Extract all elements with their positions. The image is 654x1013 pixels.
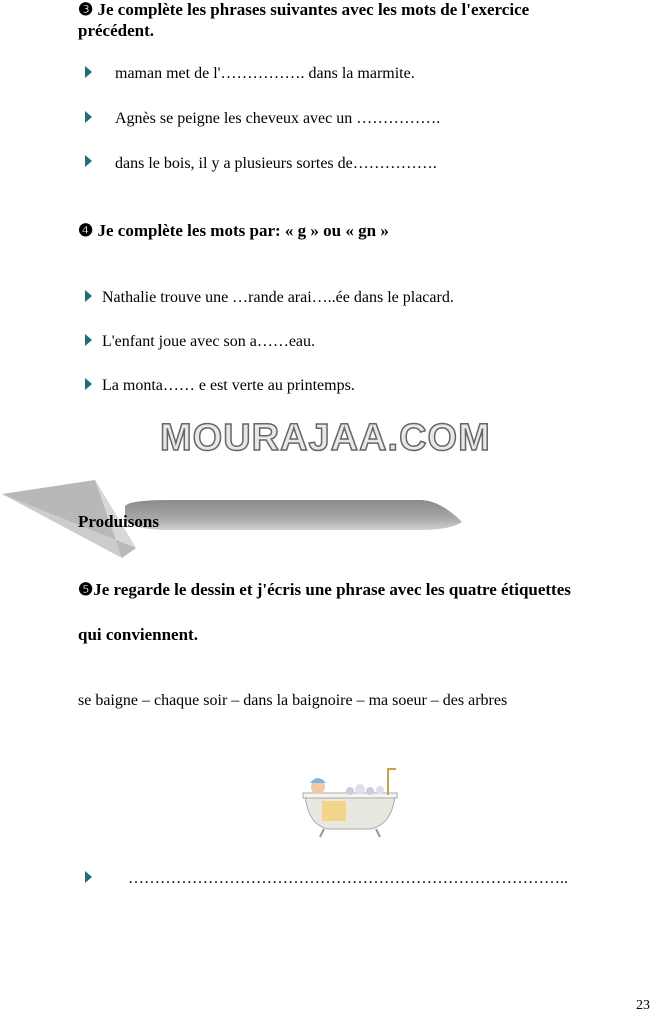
bullet-icon xyxy=(85,334,92,346)
bullet-icon xyxy=(85,290,92,302)
section-banner-graphic xyxy=(2,480,462,558)
ex3-item: dans le bois, il y a plusieurs sortes de… xyxy=(115,155,437,172)
exercise-5-title: ❺Je regarde le dessin et j'écris une phr… xyxy=(78,580,571,599)
ex4-item: Nathalie trouve une …rande arai…..ée dan… xyxy=(102,289,454,306)
bullet-icon xyxy=(85,155,92,167)
word-labels: se baigne – chaque soir – dans la baigno… xyxy=(78,692,508,709)
exercise-5-title-cont: qui conviennent. xyxy=(78,625,198,644)
section-title: Produisons xyxy=(78,512,159,531)
watermark: MOURAJAA.COM xyxy=(159,416,491,460)
bullet-icon xyxy=(85,871,92,883)
exercise-4-title: ❹ Je complète les mots par: « g » ou « g… xyxy=(78,221,389,240)
answer-line: ……………………………………………………………………….. xyxy=(128,870,568,887)
bathtub-illustration xyxy=(302,768,398,838)
exercise-3-title-cont: précédent. xyxy=(78,21,155,40)
ex4-item: L'enfant joue avec son a……eau. xyxy=(102,333,316,350)
ex4-item: La monta…… e est verte au printemps. xyxy=(102,377,355,394)
bullet-icon xyxy=(85,111,92,123)
page-number: 23 xyxy=(636,998,650,1013)
exercise-3-title: ❸ Je complète les phrases suivantes avec… xyxy=(78,0,530,19)
ex3-item: Agnès se peigne les cheveux avec un …………… xyxy=(115,110,441,127)
bullet-icon xyxy=(85,378,92,390)
ex3-item: maman met de l'……………. dans la marmite. xyxy=(115,65,415,82)
bullet-icon xyxy=(85,66,92,78)
